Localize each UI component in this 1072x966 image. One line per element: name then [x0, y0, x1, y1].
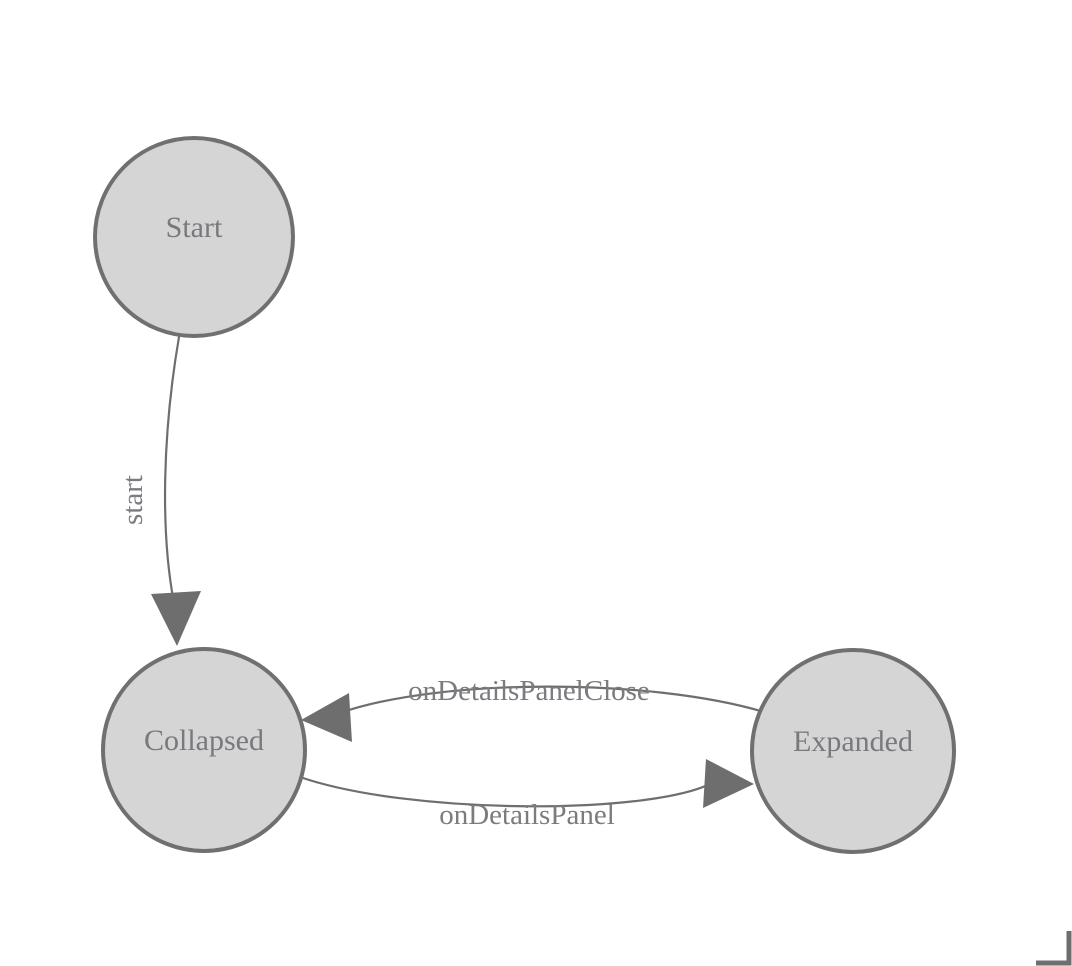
state-node-expanded-circle	[750, 648, 956, 854]
edge-start-to-collapsed-label: start	[117, 475, 149, 525]
state-node-collapsed-circle	[101, 647, 307, 853]
state-node-start-label: Start	[166, 211, 223, 244]
edge-collapsed-to-expanded-arrowhead	[703, 759, 754, 808]
edge-expanded-to-collapsed-path	[338, 685, 766, 715]
edge-expanded-to-collapsed-label: onDetailsPanelClose	[408, 675, 650, 707]
state-node-collapsed[interactable]: Collapsed	[101, 647, 307, 853]
state-node-expanded-label: Expanded	[793, 725, 913, 758]
edge-collapsed-to-expanded[interactable]: onDetailsPanel	[298, 759, 754, 831]
state-node-start-circle	[93, 136, 295, 338]
edge-start-to-collapsed[interactable]: start	[117, 335, 201, 646]
edge-start-to-collapsed-path	[163, 335, 181, 605]
state-node-expanded[interactable]: Expanded	[750, 648, 956, 854]
canvas-corner-mark-path	[1036, 931, 1072, 966]
state-node-start[interactable]: Start	[93, 136, 295, 338]
edge-collapsed-to-expanded-label: onDetailsPanel	[439, 799, 615, 831]
canvas-corner-mark	[1036, 931, 1072, 966]
edge-expanded-to-collapsed[interactable]: onDetailsPanelClose	[301, 675, 766, 742]
state-node-collapsed-label: Collapsed	[144, 724, 264, 757]
edge-collapsed-to-expanded-path	[298, 775, 714, 808]
edge-start-to-collapsed-arrowhead	[151, 591, 201, 646]
edge-expanded-to-collapsed-arrowhead	[301, 693, 352, 742]
